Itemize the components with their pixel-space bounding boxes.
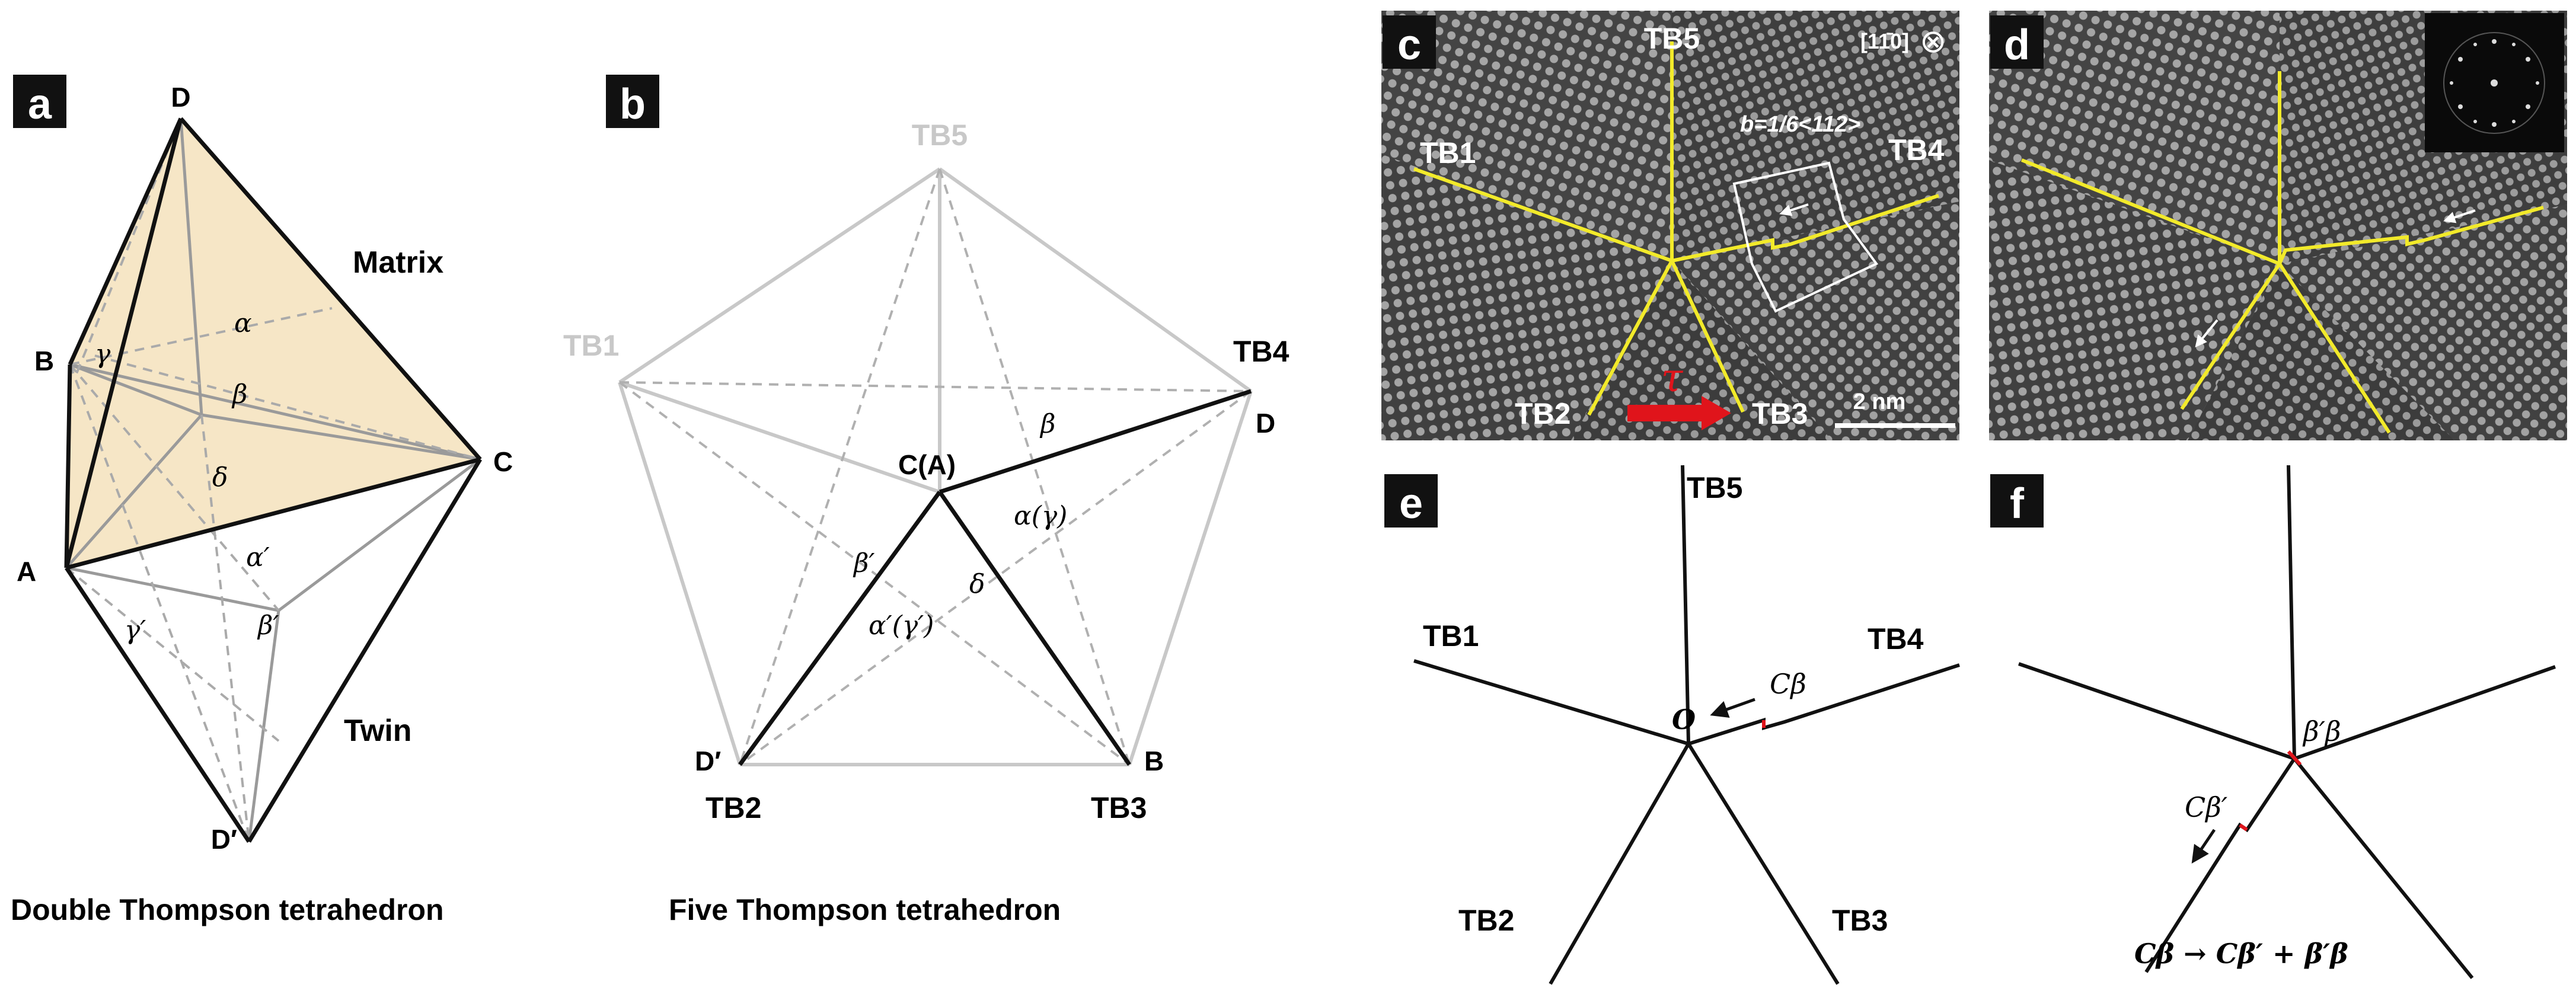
label-matrix: Matrix bbox=[353, 245, 443, 280]
panel-f-tag-box bbox=[1990, 474, 2044, 528]
vertex-C: C bbox=[493, 446, 513, 477]
b-tb1: TB1 bbox=[563, 329, 619, 362]
panel-d-tag: d bbox=[2004, 21, 2030, 69]
b-vertex-center: C(A) bbox=[898, 449, 956, 480]
panel-c-tag: c bbox=[1397, 21, 1421, 69]
b-tb3: TB3 bbox=[1091, 791, 1147, 824]
caption-a: Double Thompson tetrahedron bbox=[11, 893, 444, 926]
b-vertex-B: B bbox=[1144, 746, 1164, 776]
c-tb3: TB3 bbox=[1752, 397, 1808, 430]
e-tb2: TB2 bbox=[1458, 904, 1514, 937]
greek-beta: β bbox=[231, 379, 247, 410]
panel-e-tag-box bbox=[1384, 474, 1438, 528]
panel-f: f β′β Cβ′ Cβ → Cβ′ + β′β bbox=[1990, 465, 2556, 979]
matrix-face bbox=[66, 119, 480, 568]
c-grain-5 bbox=[1381, 154, 1672, 440]
c-twin-boundaries bbox=[1413, 41, 1939, 416]
c-tb2: TB2 bbox=[1515, 397, 1571, 430]
hidden-edges-a bbox=[65, 118, 481, 842]
b-greek-beta: β bbox=[1039, 409, 1055, 439]
c-burgers-vector: b=1/6<112> bbox=[1740, 112, 1860, 137]
c-zone-axis: [11̄0] bbox=[1860, 29, 1909, 53]
panel-c bbox=[1381, 11, 1959, 440]
c-dislocation-arrow bbox=[1779, 203, 1809, 216]
d-dislocation-arrow-1 bbox=[2443, 209, 2476, 223]
c-grain-3 bbox=[1672, 202, 1959, 440]
greek-delta: δ bbox=[212, 462, 228, 493]
e-tb3: TB3 bbox=[1832, 904, 1888, 937]
panel-e: e O Cβ TB5 TB1 TB4 TB2 TB3 bbox=[1384, 465, 1960, 985]
d-twin-boundaries bbox=[2020, 71, 2544, 434]
panel-a-tag-box bbox=[13, 75, 66, 128]
b-tb2: TB2 bbox=[706, 791, 761, 824]
greek-gamma-prime: γ′ bbox=[125, 615, 146, 645]
panel-b: b TB5 TB1 TB4 TB2 TB3 bbox=[563, 75, 1289, 926]
e-origin: O bbox=[1672, 704, 1696, 736]
vertex-B: B bbox=[34, 346, 54, 376]
c-tb5: TB5 bbox=[1644, 22, 1700, 55]
f-dislocation-marker bbox=[2239, 823, 2248, 832]
c-grain-4 bbox=[1571, 261, 1832, 440]
b-vertex-Dprime: D′ bbox=[695, 746, 721, 776]
e-arrow bbox=[1710, 698, 1755, 718]
greek-alpha: α bbox=[234, 308, 252, 338]
panel-b-tag: b bbox=[620, 81, 646, 128]
greek-alpha-prime: α′ bbox=[246, 542, 270, 573]
c-tb1: TB1 bbox=[1420, 136, 1476, 170]
b-greek-beta-prime: β′ bbox=[853, 548, 874, 578]
b-tb5: TB5 bbox=[912, 119, 968, 152]
f-junction-label: β′β bbox=[2302, 715, 2341, 747]
label-twin: Twin bbox=[344, 714, 412, 748]
vertex-D: D bbox=[171, 82, 190, 113]
b-greek-alpha-gamma-prime: α′(γ′) bbox=[869, 610, 934, 641]
e-tb5: TB5 bbox=[1687, 471, 1742, 504]
e-tb4: TB4 bbox=[1868, 622, 1924, 656]
panel-a: a bbox=[11, 75, 513, 926]
vertex-A: A bbox=[17, 556, 36, 587]
panel-b-tag-box bbox=[606, 75, 659, 128]
d-dislocation-arrow-2 bbox=[2195, 319, 2219, 348]
vertex-Dprime: D′ bbox=[211, 824, 237, 855]
f-arrow bbox=[2191, 829, 2216, 864]
pentagon-dark-edges bbox=[738, 389, 1252, 766]
f-burgers-label: Cβ′ bbox=[2185, 791, 2228, 823]
tau-arrow-head bbox=[1702, 396, 1731, 430]
greek-beta-prime: β′ bbox=[257, 610, 279, 641]
panel-e-tag: e bbox=[1399, 480, 1423, 528]
panel-f-tag: f bbox=[2010, 480, 2025, 528]
caption-b: Five Thompson tetrahedron bbox=[669, 893, 1061, 926]
c-tau: τ bbox=[1661, 355, 1684, 401]
panel-c-tag-box bbox=[1383, 15, 1436, 69]
f-boundaries bbox=[2018, 465, 2556, 979]
panel-d-tag-box bbox=[1990, 15, 2044, 69]
panel-a-tag: a bbox=[28, 81, 52, 128]
fft-spots bbox=[2450, 39, 2539, 127]
e-tb1: TB1 bbox=[1423, 619, 1479, 653]
c-grain-2 bbox=[1672, 11, 1959, 261]
pentagon-outline bbox=[618, 167, 1253, 766]
zone-into-page-icon: ⊗ bbox=[1920, 24, 1946, 59]
visible-edges-a bbox=[64, 117, 482, 843]
burgers-circuit bbox=[1732, 161, 1879, 313]
greek-gamma: γ bbox=[95, 339, 111, 369]
c-tb4: TB4 bbox=[1888, 133, 1945, 167]
b-tb4: TB4 bbox=[1233, 335, 1289, 368]
tau-arrow-shaft bbox=[1627, 405, 1704, 421]
panel-d bbox=[1989, 11, 2567, 440]
c-scalebar-label: 2 nm bbox=[1853, 389, 1906, 414]
e-burgers-label: Cβ bbox=[1770, 668, 1806, 700]
b-greek-delta: δ bbox=[969, 569, 985, 599]
b-greek-alpha-gamma: α(γ) bbox=[1014, 501, 1067, 531]
b-vertex-D: D bbox=[1256, 408, 1275, 439]
f-reaction: Cβ → Cβ′ + β′β bbox=[2134, 938, 2348, 970]
f-junction-marker bbox=[2287, 750, 2302, 766]
